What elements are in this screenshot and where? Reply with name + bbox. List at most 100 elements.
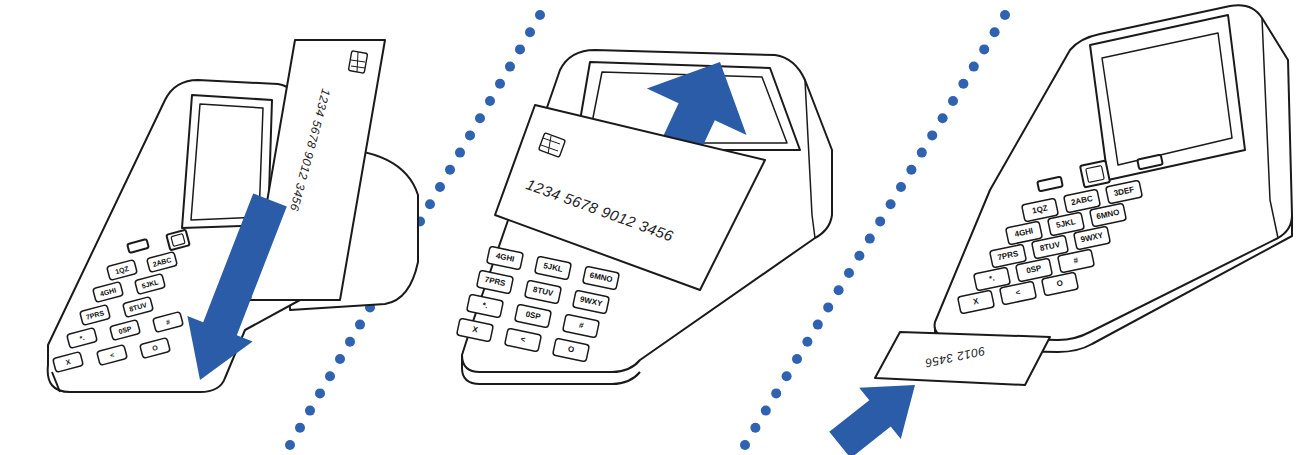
keypad-middle [457, 246, 620, 362]
card-right [875, 332, 1050, 385]
separator-dot [285, 440, 295, 450]
separator-dot [896, 182, 906, 192]
separator-dot [1000, 10, 1010, 20]
key-label: 1QZ [115, 265, 130, 275]
separator-dot [475, 113, 485, 123]
separator-dot [305, 406, 315, 416]
key-label: *. [989, 275, 996, 284]
key-cap [535, 256, 572, 280]
separator-dot [813, 320, 823, 330]
key-label: < [1015, 289, 1021, 298]
key-label: 9WXY [1080, 232, 1104, 245]
key-cap [563, 314, 600, 338]
separator-dot [969, 62, 979, 72]
separator-dot [325, 371, 335, 381]
key-label: 4GHI [1014, 227, 1034, 239]
separator-dot [823, 302, 833, 312]
separator-dot [515, 44, 525, 54]
key-cap [1106, 180, 1143, 204]
key-cap [1042, 272, 1079, 296]
separator-dot [990, 27, 1000, 37]
key-cap [93, 282, 124, 303]
key-cap [67, 328, 98, 349]
key-cap [525, 280, 562, 304]
key-label: 2ABC [1071, 195, 1094, 207]
key-cap [515, 304, 552, 328]
key-cap [53, 352, 84, 373]
separator-dot [535, 10, 545, 20]
key-cap [1000, 281, 1037, 305]
key-label: 5JKL [141, 278, 159, 289]
key-label: < [520, 336, 526, 345]
separator-dot [875, 216, 885, 226]
separator-dot [750, 423, 760, 433]
key-label: # [1073, 257, 1079, 266]
card-left [250, 40, 385, 300]
separator-dot [455, 148, 465, 158]
key-cap [107, 260, 138, 281]
key-label: 0SP [1026, 265, 1042, 276]
key-cap [505, 328, 542, 352]
separator-dot [927, 130, 937, 140]
separator-dot [771, 388, 781, 398]
key-label: 7PRS [484, 276, 506, 288]
key-label: O [151, 344, 158, 352]
separator-dot [445, 165, 455, 175]
separator-dot [938, 113, 948, 123]
key-label: 1QZ [1032, 204, 1049, 215]
key-label: 4GHI [495, 252, 515, 264]
separator-dot [958, 79, 968, 89]
key-label: 4GHI [99, 287, 117, 298]
separator-dot [886, 199, 896, 209]
separator-dot [948, 96, 958, 106]
separator-dot [761, 406, 771, 416]
key-cap [135, 274, 166, 295]
key-label: O [1056, 279, 1064, 288]
card-middle [495, 105, 765, 290]
key-label: 2ABC [152, 256, 172, 268]
separator-dot [917, 148, 927, 158]
separator-dot [465, 130, 475, 140]
key-label: *. [482, 302, 489, 311]
key-label: 3DEF [1113, 186, 1135, 198]
terminal-middle [462, 50, 832, 384]
key-cap [110, 320, 141, 341]
separator-dot [315, 388, 325, 398]
key-label: # [165, 318, 171, 326]
key-label: 6MNO [1096, 209, 1120, 222]
key-label: 5JKL [1056, 218, 1077, 230]
key-cap [1058, 249, 1095, 273]
key-cap [553, 338, 590, 362]
key-cap [573, 290, 610, 314]
separator-dots [285, 10, 1010, 450]
key-label: 8TUV [532, 286, 554, 298]
key-label: < [109, 351, 115, 359]
terminal-right [935, 5, 1292, 352]
key-cap [147, 252, 178, 273]
key-cap [457, 318, 494, 342]
keypad-left [53, 252, 184, 373]
card-number: 1234 5678 9012 3456 [288, 87, 332, 212]
separator-dot [865, 234, 875, 244]
key-label: 0SP [525, 311, 541, 322]
key-label: X [472, 326, 479, 335]
separator-dot [505, 62, 515, 72]
key-cap [80, 305, 111, 326]
separator-dot [485, 96, 495, 106]
separator-dot [854, 251, 864, 261]
separator-dot [435, 182, 445, 192]
key-cap [153, 312, 184, 333]
swipe-arrow [187, 194, 286, 381]
separator-dot [425, 199, 435, 209]
key-cap [97, 345, 128, 366]
separator-dot [792, 354, 802, 364]
card-number: 1234 5678 9012 3456 [524, 176, 675, 243]
separator-dot [906, 165, 916, 175]
key-cap [140, 338, 171, 359]
key-label: 7PRS [997, 250, 1019, 262]
separator-dot [345, 337, 355, 347]
key-label: *. [79, 334, 85, 342]
separator-dot [355, 320, 365, 330]
key-cap [123, 297, 154, 318]
